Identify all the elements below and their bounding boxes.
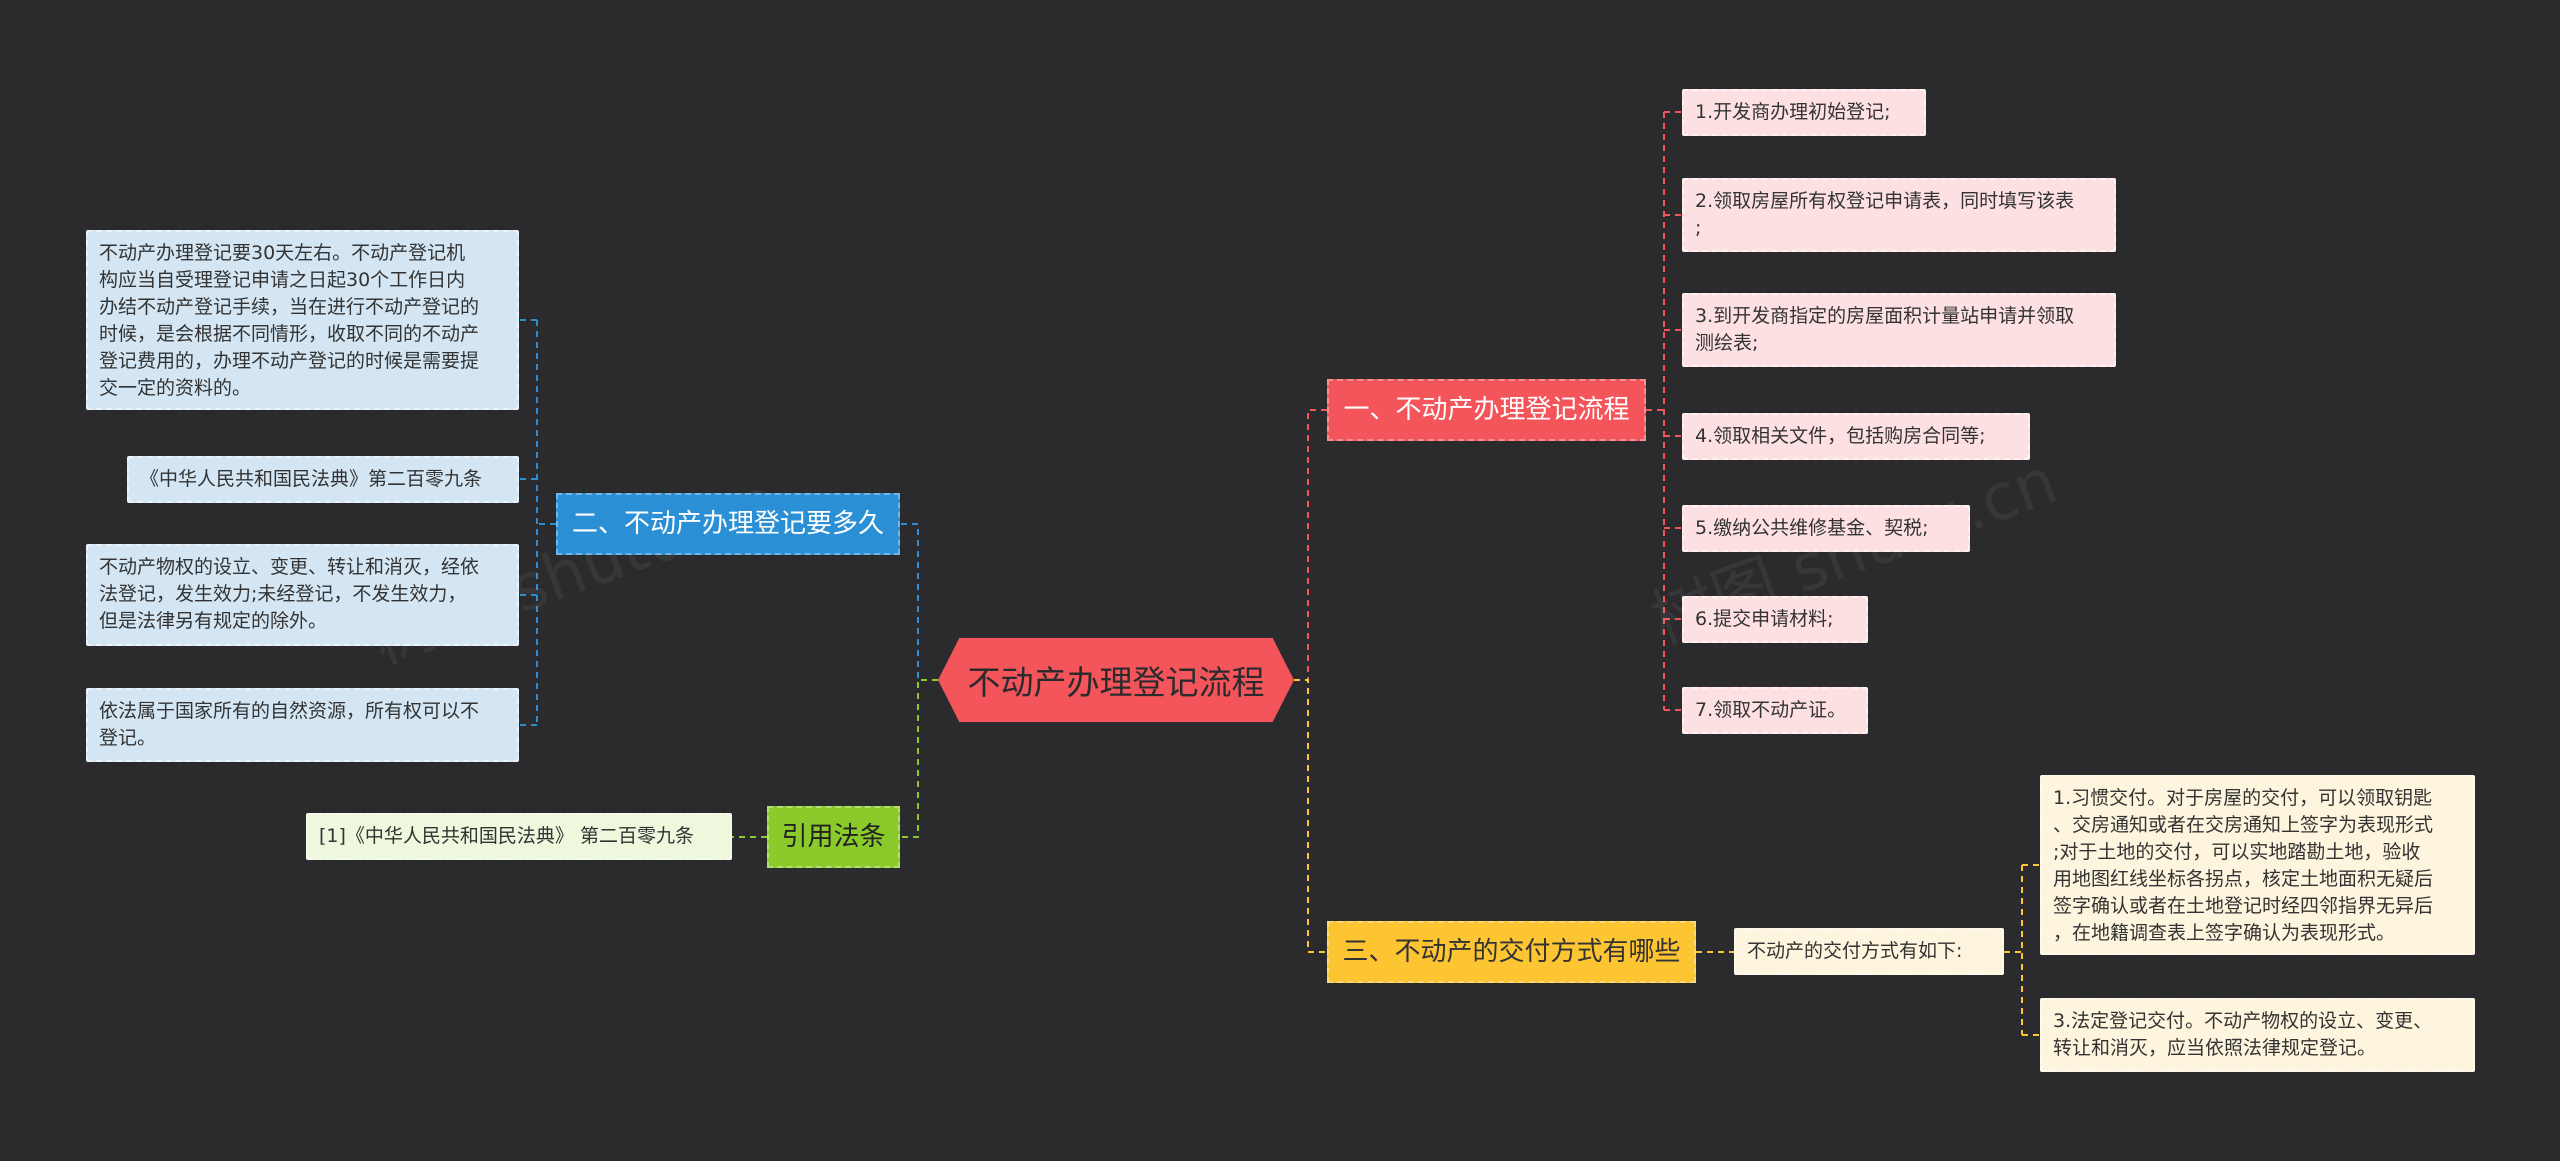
process-step-6[interactable]: 6.提交申请材料; — [1682, 596, 1868, 643]
duration-explanation[interactable]: 不动产办理登记要30天左右。不动产登记机 构应当自受理登记申请之日起30个工作日… — [86, 230, 519, 410]
connector-root-b4 — [900, 679, 938, 838]
branch-label: 三、不动产的交付方式有哪些 — [1342, 937, 1681, 967]
delivery-method-customary[interactable]: 1.习惯交付。对于房屋的交付，可以领取钥匙 、交房通知或者在交房通知上签字为表现… — [2040, 775, 2475, 955]
branch-label: 一、不动产办理登记流程 — [1343, 395, 1630, 425]
connector-root-b2 — [900, 523, 938, 681]
civil-code-article-title[interactable]: 《中华人民共和国民法典》第二百零九条 — [127, 456, 519, 503]
branch-label: 二、不动产办理登记要多久 — [572, 509, 885, 539]
branch-delivery-methods[interactable]: 三、不动产的交付方式有哪些 — [1327, 921, 1696, 983]
branch-registration-duration[interactable]: 二、不动产办理登记要多久 — [556, 493, 900, 555]
root-label: 不动产办理登记流程 — [967, 663, 1265, 702]
root-node[interactable]: 不动产办理登记流程 — [938, 638, 1294, 722]
delivery-method-legal[interactable]: 3.法定登记交付。不动产物权的设立、变更、 转让和消灭，应当依照法律规定登记。 — [2040, 998, 2475, 1072]
branch-label: 引用法条 — [781, 822, 886, 852]
process-step-7[interactable]: 7.领取不动产证。 — [1682, 687, 1868, 734]
connector-root-b1 — [1294, 409, 1327, 681]
branch-cited-law[interactable]: 引用法条 — [767, 806, 900, 868]
process-step-4[interactable]: 4.领取相关文件，包括购房合同等; — [1682, 413, 2030, 460]
branch-registration-process[interactable]: 一、不动产办理登记流程 — [1327, 379, 1646, 441]
natural-resources-note[interactable]: 依法属于国家所有的自然资源，所有权可以不 登记。 — [86, 688, 519, 762]
process-step-2[interactable]: 2.领取房屋所有权登记申请表，同时填写该表 ; — [1682, 178, 2116, 252]
delivery-methods-intro[interactable]: 不动产的交付方式有如下: — [1734, 928, 2004, 975]
process-step-3[interactable]: 3.到开发商指定的房屋面积计量站申请并领取 测绘表; — [1682, 293, 2116, 367]
citation-civil-code[interactable]: [1]《中华人民共和国民法典》 第二百零九条 — [306, 813, 732, 860]
process-step-1[interactable]: 1.开发商办理初始登记; — [1682, 89, 1926, 136]
process-step-5[interactable]: 5.缴纳公共维修基金、契税; — [1682, 505, 1970, 552]
civil-code-article-text[interactable]: 不动产物权的设立、变更、转让和消灭，经依 法登记，发生效力;未经登记，不发生效力… — [86, 544, 519, 646]
connector-root-b3 — [1294, 679, 1327, 953]
